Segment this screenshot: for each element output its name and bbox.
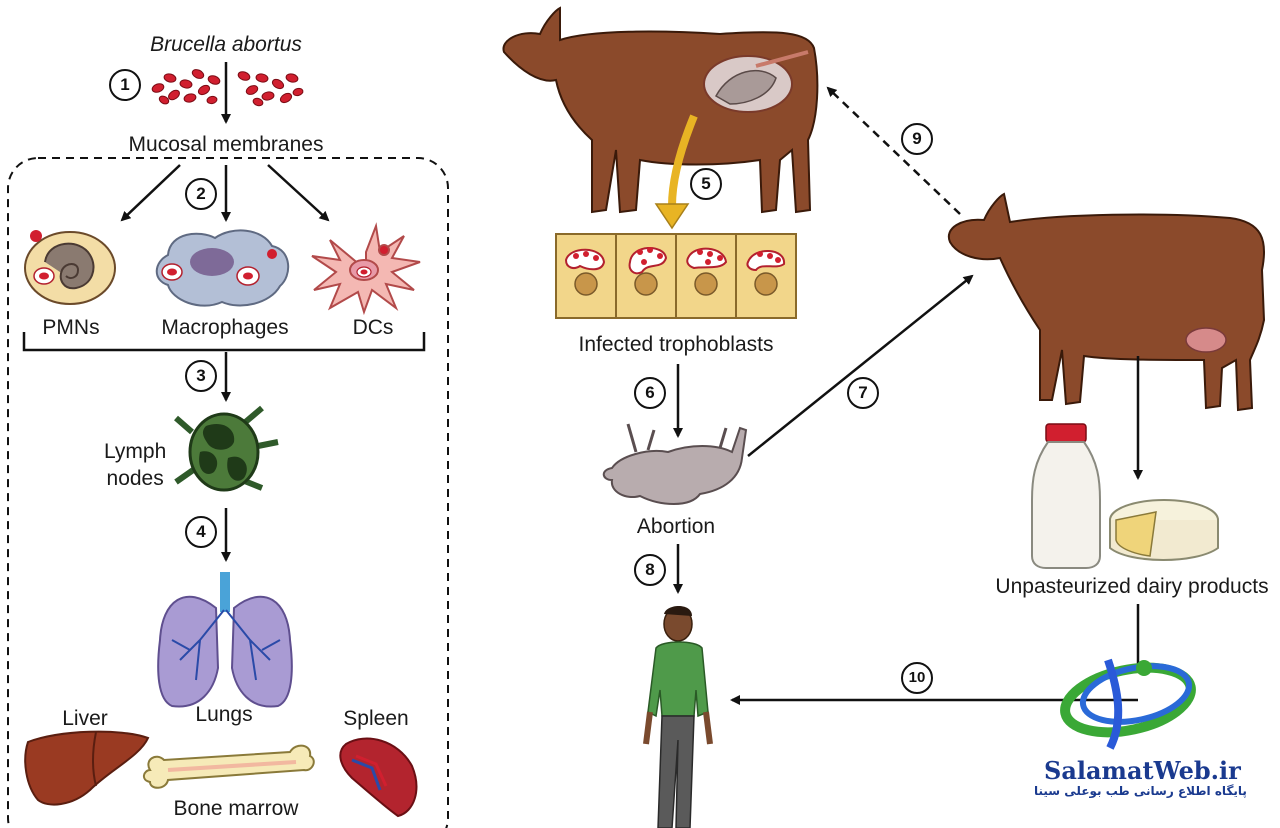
bacteria-cluster-right — [237, 71, 304, 107]
lungs-label: Lungs — [195, 703, 253, 726]
arrow-step-9 — [826, 86, 961, 215]
aborted-fetus-illustration — [602, 423, 748, 505]
step-marker-8: 8 — [634, 554, 666, 586]
lungs-illustration — [157, 572, 293, 708]
spleen-illustration — [339, 737, 418, 818]
entry-label: Mucosal membranes — [128, 133, 324, 156]
arrow-step-7 — [747, 274, 974, 457]
step-marker-9: 9 — [901, 123, 933, 155]
infected-cow-illustration — [947, 192, 1266, 412]
bone-marrow-label: Bone marrow — [173, 797, 299, 820]
arrow-step-5-head — [654, 203, 690, 230]
bacteria-cluster-left — [151, 69, 221, 105]
pathogen-label: Brucella abortus — [150, 33, 302, 56]
watermark-site: SalamatWeb.ir — [1044, 756, 1241, 785]
milk-bottle-illustration — [1031, 423, 1101, 569]
lymph-node-illustration — [174, 405, 279, 492]
dcs-label: DCs — [352, 316, 394, 339]
lymph-nodes-label: Lymph nodes — [104, 440, 167, 491]
trophoblasts-illustration — [555, 233, 797, 319]
step-marker-6: 6 — [634, 377, 666, 409]
dendritic-cell-illustration — [311, 222, 421, 316]
macrophages-label: Macrophages — [161, 316, 289, 339]
step-marker-7: 7 — [847, 377, 879, 409]
liver-illustration — [24, 730, 150, 806]
salamatweb-logo — [1060, 658, 1196, 750]
bone-marrow-illustration — [143, 744, 315, 789]
cells-bracket — [22, 332, 426, 352]
macrophage-illustration — [155, 229, 290, 307]
abortion-label: Abortion — [636, 515, 716, 538]
watermark-tagline: پایگاه اطلاع رسانی طب بوعلی سینا — [1034, 784, 1247, 798]
step-marker-2: 2 — [185, 178, 217, 210]
cheese-illustration — [1109, 499, 1219, 561]
pmn-cell-illustration — [24, 230, 116, 305]
step-marker-5: 5 — [690, 168, 722, 200]
pregnant-cow-illustration — [502, 6, 819, 214]
step-marker-1: 1 — [109, 69, 141, 101]
arrow-step-5 — [668, 114, 698, 207]
step-marker-3: 3 — [185, 360, 217, 392]
host-infection-dashed-box — [7, 157, 449, 828]
step-marker-4: 4 — [185, 516, 217, 548]
spleen-label: Spleen — [343, 707, 409, 730]
man-illustration — [643, 606, 713, 828]
dairy-label: Unpasteurized dairy products — [995, 575, 1269, 598]
liver-label: Liver — [62, 707, 108, 730]
step-marker-10: 10 — [901, 662, 933, 694]
arrows-step-2 — [120, 164, 330, 222]
trophoblasts-label: Infected trophoblasts — [578, 333, 774, 356]
pmns-label: PMNs — [42, 316, 100, 339]
